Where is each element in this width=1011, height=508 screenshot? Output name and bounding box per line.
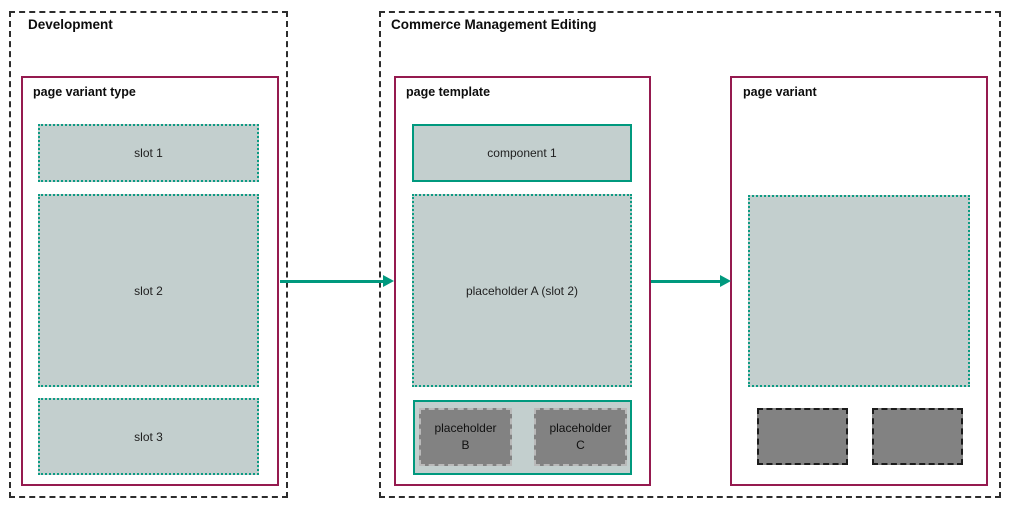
page-template-title: page template: [406, 85, 491, 99]
arrow-development-to-template: [280, 280, 384, 283]
slot-1: slot 1: [38, 124, 259, 182]
placeholder-c: placeholder C: [534, 408, 627, 466]
page-variant-type-title: page variant type: [33, 85, 136, 99]
component-1: component 1: [412, 124, 632, 182]
arrow-development-to-template-head: [383, 275, 394, 287]
page-variant-content-area: [748, 195, 970, 387]
placeholder-a: placeholder A (slot 2): [412, 194, 632, 387]
page-variant-placeholder-1: [757, 408, 848, 465]
arrow-template-to-variant: [651, 280, 721, 283]
placeholder-b: placeholder B: [419, 408, 512, 466]
slot-2: slot 2: [38, 194, 259, 387]
page-variant-title: page variant: [743, 85, 817, 99]
commerce-management-editing-title: Commerce Management Editing: [391, 17, 597, 32]
development-group-title: Development: [28, 17, 113, 32]
slot-3: slot 3: [38, 398, 259, 475]
arrow-template-to-variant-head: [720, 275, 731, 287]
page-variant-placeholder-2: [872, 408, 963, 465]
